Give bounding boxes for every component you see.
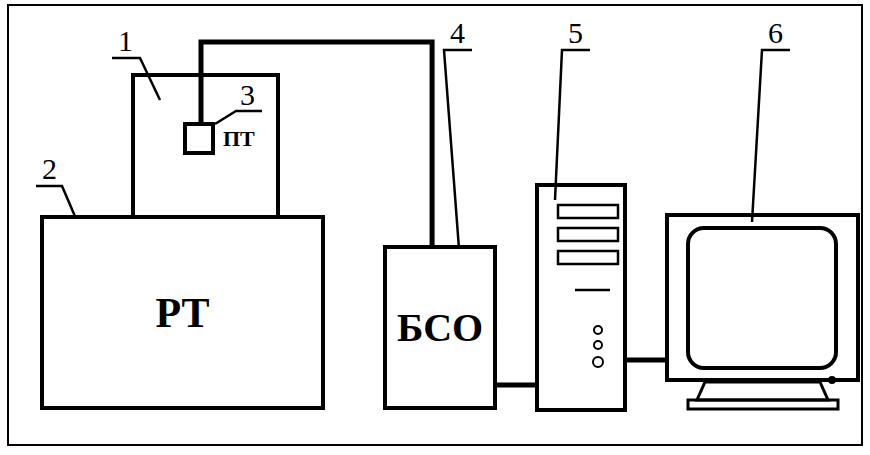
monitor [667,215,858,409]
signal-unit-box: БСО [383,245,497,410]
callout-number: 2 [42,154,57,184]
callout-number: 5 [568,18,583,48]
callout-number: 6 [768,18,783,48]
sensor-box: ПТ [183,122,215,155]
cable [625,358,667,363]
thermostat-box: РТ [40,215,325,410]
chamber-box [133,75,278,217]
callout-number: 3 [240,80,255,110]
node-label: РТ [155,292,209,334]
node-label: ПТ [223,128,255,150]
outer-frame [8,5,862,445]
callout-number: 4 [450,18,465,48]
callout-number: 1 [118,26,133,56]
computer-tower [537,185,625,410]
node-label: БСО [397,308,483,348]
